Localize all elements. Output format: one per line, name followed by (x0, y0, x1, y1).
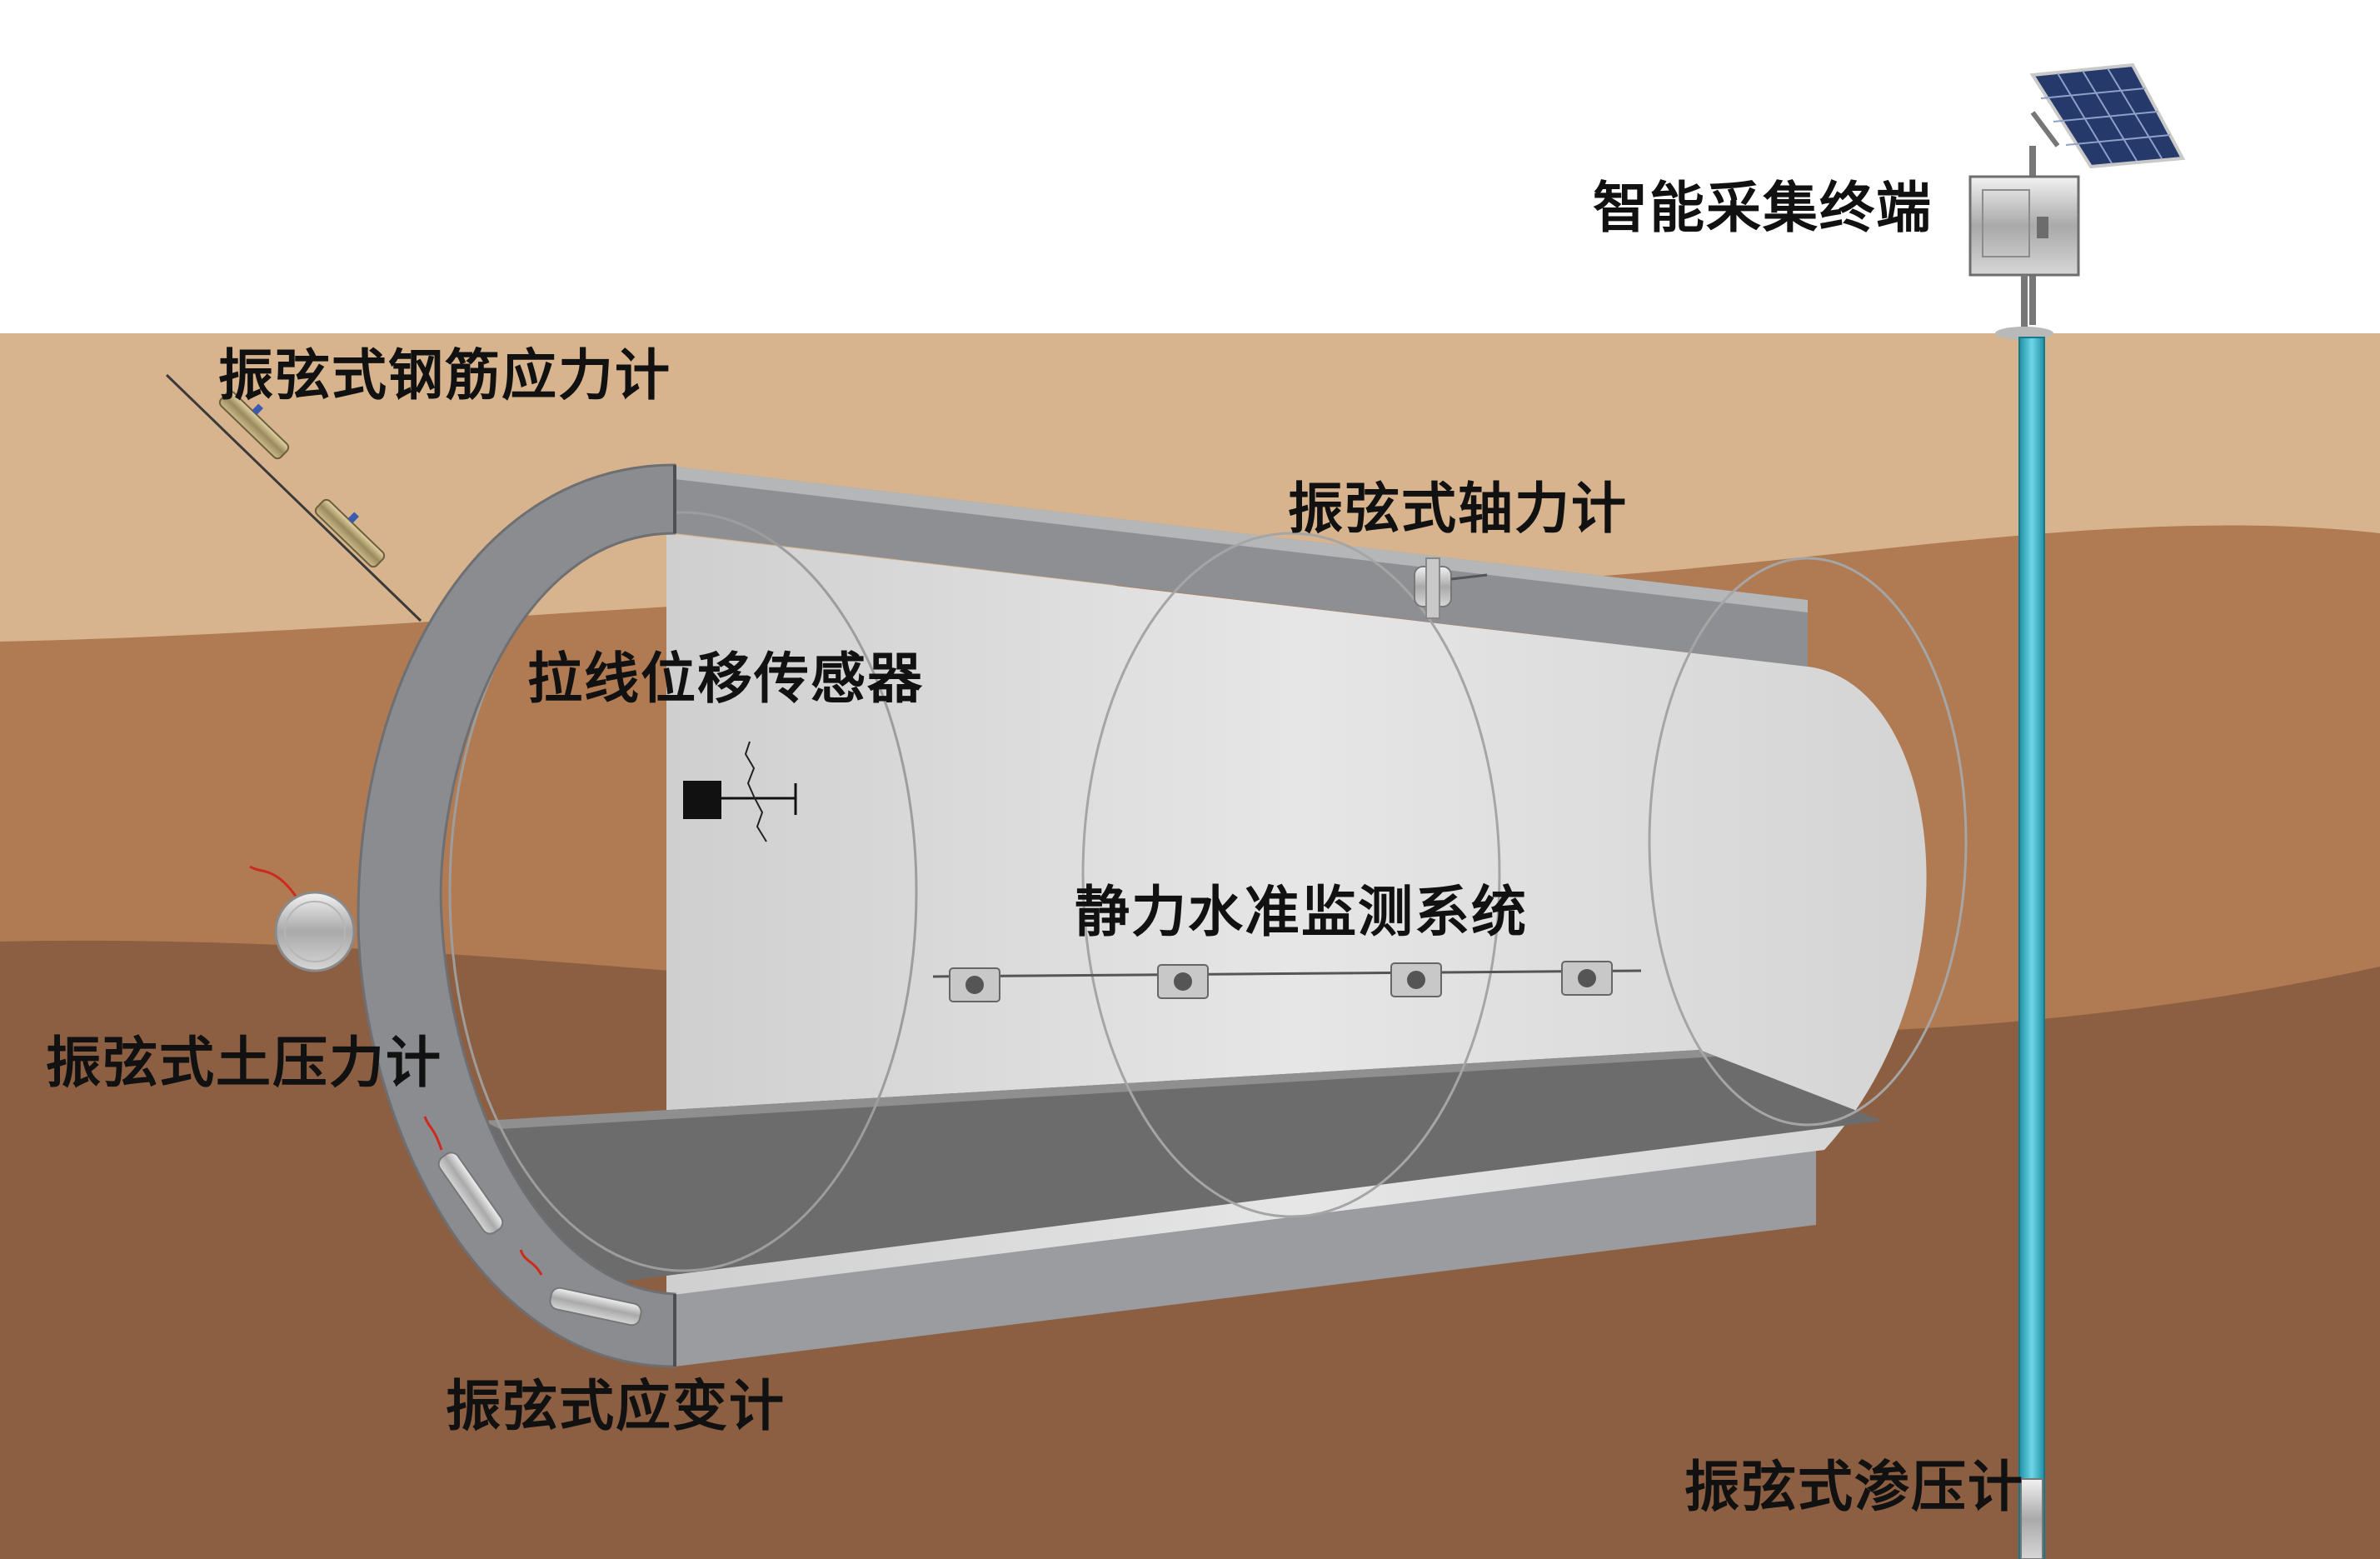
tunnel-floor (483, 1050, 1883, 1287)
rebar-stress-meter-icon (165, 373, 422, 622)
ring-3 (1648, 557, 1968, 1127)
displacement-sensor-label: 拉线位移传感器 (527, 647, 924, 711)
tunnel-bottom-slab (675, 1150, 1816, 1367)
tunnel-top-slab-face (675, 467, 1808, 612)
earth-pressure-cell-icon (249, 865, 356, 972)
strain-gauge-label: 振弦式应变计 (446, 1374, 786, 1438)
axial-force-meter-icon (1414, 557, 1488, 619)
earth-pressure-cell-label: 振弦式土压力计 (46, 1031, 442, 1095)
piezometer-label: 振弦式渗压计 (1684, 1455, 2024, 1519)
collection-terminal-icon (1968, 175, 2080, 340)
axial-force-meter-label: 振弦式轴力计 (1288, 477, 1628, 541)
tunnel-top-slab (675, 467, 1808, 667)
piezometer-pipe-icon (2018, 337, 2045, 1559)
ring-1 (448, 511, 918, 1272)
strain-gauge-icon (423, 1116, 642, 1327)
static-level-sensor-icon (932, 961, 1642, 1002)
tunnel-floor-edge (483, 1050, 1716, 1129)
ring-2 (1081, 532, 1501, 1218)
static-level-label: 静力水准监测系统 (1075, 880, 1528, 944)
displacement-sensor-icon (683, 741, 797, 842)
rebar-meter-label: 振弦式钢筋应力计 (218, 343, 671, 407)
terminal-label: 智能采集终端 (1593, 176, 1933, 240)
